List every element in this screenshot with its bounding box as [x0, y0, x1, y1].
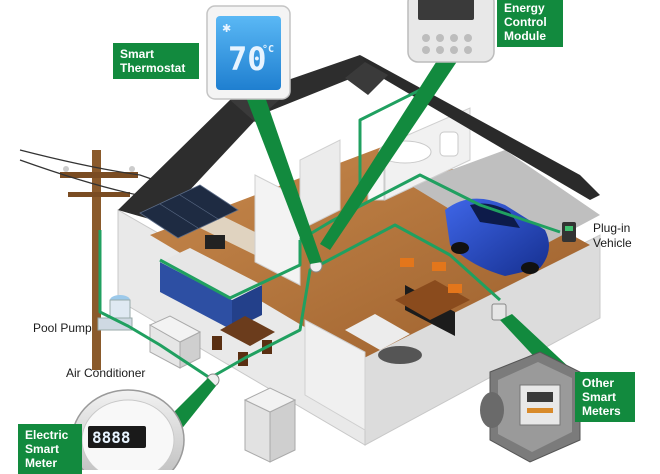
snowflake-icon: ✱ — [222, 23, 231, 35]
thermostat-callout-beam — [244, 88, 322, 264]
electric-smart-meter-device: 8888 — [71, 389, 185, 470]
utility-pole — [19, 149, 241, 370]
plug-in-vehicle-label: Plug-in Vehicle — [593, 221, 632, 250]
other-smart-meters-label: Other Smart Meters — [575, 372, 635, 422]
interior-walls — [254, 107, 471, 431]
air-conditioner — [148, 315, 202, 369]
energy-control-module-label: Energy Control Module — [497, 0, 563, 47]
other-smart-meters-device — [480, 351, 581, 463]
module-callout-beam — [320, 56, 458, 250]
smart-thermostat-label: Smart Thermostat — [113, 43, 199, 79]
air-conditioner-label: Air Conditioner — [66, 366, 146, 380]
pool-pump — [97, 295, 133, 331]
ev-charger — [562, 222, 576, 242]
plug-in-vehicle-car — [445, 198, 549, 276]
thermostat-temperature: 70 — [228, 40, 267, 78]
utility-box — [243, 387, 297, 463]
smart-thermostat-device: 70 °C ✱ — [206, 5, 291, 100]
orange-chairs — [400, 258, 462, 293]
energy-control-module-device — [407, 0, 495, 63]
meter-reading: 8888 — [92, 428, 131, 447]
electric-smart-meter-label: Electric Smart Meter — [18, 424, 82, 474]
thermostat-unit: °C — [262, 44, 274, 55]
pool-pump-label: Pool Pump — [33, 321, 92, 335]
energy-network-lines — [98, 78, 561, 380]
